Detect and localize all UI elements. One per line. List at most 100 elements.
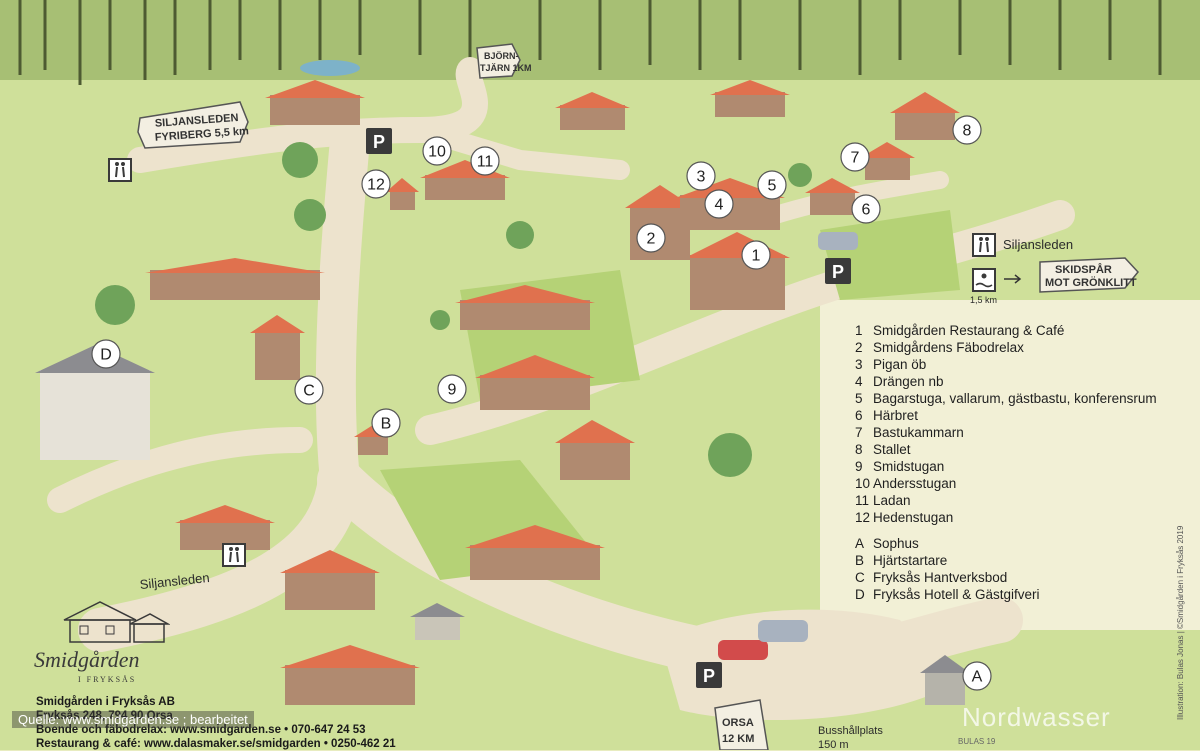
legend-row: C Fryksås Hantverksbod [855,569,1195,586]
building-d-hotel [35,345,155,460]
building-8 [890,92,960,140]
building-bottom-left-2 [280,550,380,610]
building-lower-long [465,525,605,580]
right-pale-area [820,300,1200,630]
marker-label: 5 [768,178,777,195]
legend-text: Pigan öb [873,357,927,372]
legend-key: 8 [855,442,863,457]
building-bottom-left-3 [280,645,420,705]
legend-key: 1 [855,323,863,338]
source-note: Quelle: www.smidgarden.se ; bearbeitet [12,711,254,728]
parking-letter-east: P [832,262,844,282]
legend-row: 9 Smidstugan [855,458,1195,475]
sign-orsa-line1: ORSA [722,717,754,729]
legend-text: Fryksås Hotell & Gästgifveri [873,587,1040,602]
label-bus-stop-line1: Busshållplats [818,725,883,737]
marker-a: A [962,661,992,691]
sign-bjorntjarn: BJÖRN- TJÄRN 1KM [476,43,532,79]
legend-text: Ladan [873,493,911,508]
sign-siljansleden-fyriberg: SILJANSLEDEN FYRIBERG 5,5 km [137,101,249,149]
marker-1: 1 [741,240,771,270]
logo-subtitle: I FRYKSÅS [78,675,137,684]
marker-label: 9 [448,382,457,399]
marker-label: 7 [851,150,860,167]
marker-label: 10 [428,144,446,161]
parking-lot-bottom [660,609,960,720]
marker-11: 11 [470,146,500,176]
legend-text: Smidgårdens Fäbodrelax [873,340,1024,355]
sign-fyriberg-line1: SILJANSLEDEN [154,112,238,130]
legend-text: Sophus [873,536,919,551]
marker-circle [422,136,452,166]
building-6 [805,178,860,215]
building-12 [386,178,419,210]
legend-key: 12 [855,510,871,525]
arrow-right-icon [1004,274,1022,284]
marker-label: 2 [647,231,656,248]
legend-text: Fryksås Hantverksbod [873,570,1008,585]
sign-skidspar-line1: SKIDSPÅR [1055,263,1112,276]
forest-top [0,0,1200,85]
legend-key: B [855,553,865,568]
illustration-credit: Illustration: Bulas Jonas | ©Smidgården … [1176,525,1185,720]
logo-farmhouse-icon [63,601,170,643]
building-top-right [710,80,790,117]
sign-skidspar-line2: MOT GRÖNKLITT [1045,276,1137,289]
marker-4: 4 [704,189,734,219]
logo-name: Smidgården [34,647,140,672]
marker-label: 12 [367,177,385,194]
legend-row: D Fryksås Hotell & Gästgifveri [855,586,1195,603]
hiking-icon-south [222,543,246,567]
footer-address: Fryksås 248, 794 90 Orsa [36,710,173,722]
legend-text: Smidgården Restaurang & Café [873,323,1065,338]
marker-circle [636,223,666,253]
marker-circle [371,408,401,438]
marker-c: C [294,375,324,405]
cars [718,232,858,660]
legend-key: D [855,587,865,602]
marker-circle [840,142,870,172]
marker-circle [294,375,324,405]
sign-bjorntjarn-line2: TJÄRN 1KM [480,63,532,73]
marker-b: B [371,408,401,438]
legend-key: 9 [855,459,863,474]
parking-icon-north: P [366,128,392,154]
legend-key: C [855,570,865,585]
label-siljansleden-west: Siljansleden [139,570,210,592]
hiking-icon-east [972,233,996,257]
marker-circle [361,169,391,199]
parking-letter-north: P [373,132,385,152]
sign-bjorntjarn-line1: BJÖRN- [484,51,519,61]
label-bus-stop-line2: 150 m [818,739,849,750]
marker-circle [704,189,734,219]
marker-circle [952,115,982,145]
legend-text: Härbret [873,408,919,423]
marker-10: 10 [422,136,452,166]
building-left-row [145,258,325,300]
marker-label: A [972,669,983,686]
marker-circle [757,170,787,200]
legend-text: Smidstugan [873,459,945,474]
legend-text: Hedenstugan [873,510,954,525]
legend-key: 7 [855,425,863,440]
sign-orsa-line2: 12 KM [722,733,754,745]
footer-contact: Smidgården i Fryksås AB Fryksås 248, 794… [36,695,496,751]
hiking-icon-west [108,158,132,182]
marker-2: 2 [636,223,666,253]
marker-9: 9 [437,374,467,404]
marker-12: 12 [361,169,391,199]
marker-circle [437,374,467,404]
building-top-left [265,80,365,125]
footer-restaurant: Restaurang & café: www.dalasmaker.se/smi… [36,738,396,750]
buildings [35,80,970,705]
